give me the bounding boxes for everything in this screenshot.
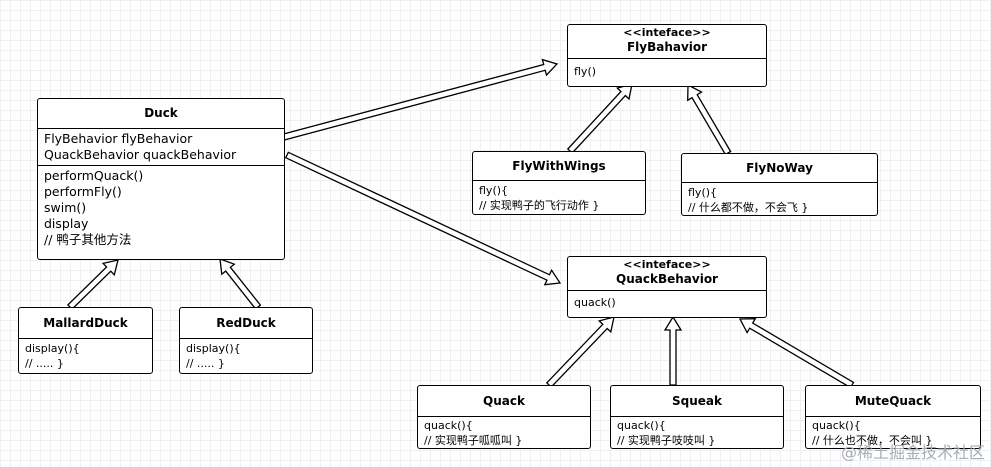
stereotype-label: <<inteface>> <box>623 258 711 271</box>
method-line: // 实现鸭子呱呱叫 } <box>424 434 523 447</box>
class-red-duck[interactable]: RedDuck display(){ // ..... } <box>179 307 313 374</box>
impl-squeak-arrow <box>663 315 683 386</box>
impl-quack-arrow <box>545 316 615 389</box>
class-header: FlyNoWay <box>682 154 877 183</box>
class-squeak[interactable]: Squeak quack(){ // 实现鸭子吱吱叫 } <box>610 385 784 449</box>
impl-flywithwings-arrow <box>566 83 633 154</box>
class-duck-header: Duck <box>38 99 284 129</box>
method-line: // 什么也不做，不会叫 } <box>812 434 933 447</box>
inherit-mallard-duck-arrow <box>66 259 119 311</box>
class-duck-methods: performQuack() performFly() swim() displ… <box>38 165 284 250</box>
class-fly-no-way[interactable]: FlyNoWay fly(){ // 什么都不做，不会飞 } <box>681 153 878 216</box>
interface-name: FlyBahavior <box>626 40 708 54</box>
stereotype-label: <<inteface>> <box>623 26 711 39</box>
class-quack[interactable]: Quack quack(){ // 实现鸭子呱呱叫 } <box>417 385 591 449</box>
interface-quack-behavior-header: <<inteface>> QuackBehavior <box>568 257 766 291</box>
interface-methods: quack() <box>568 291 766 313</box>
method-line: display(){ <box>186 342 241 355</box>
class-body: quack(){ // 实现鸭子呱呱叫 } <box>418 417 590 450</box>
method-line: fly(){ <box>688 186 718 199</box>
class-name: RedDuck <box>216 316 276 330</box>
method-line: quack(){ <box>424 419 473 432</box>
class-name: MuteQuack <box>854 394 932 408</box>
method-line: fly(){ <box>479 184 509 197</box>
class-body: display(){ // ..... } <box>19 339 152 373</box>
assoc-duck-quackbehavior-arrow <box>284 151 562 286</box>
class-fly-with-wings[interactable]: FlyWithWings fly(){ // 实现鸭子的飞行动作 } <box>472 151 646 215</box>
class-name: FlyWithWings <box>512 159 606 173</box>
impl-mutequack-arrow <box>738 318 855 389</box>
method-line: // ..... } <box>186 357 225 370</box>
class-name: MallardDuck <box>43 316 128 330</box>
method-line: // 什么都不做，不会飞 } <box>688 201 809 214</box>
method-line: // 实现鸭子的飞行动作 } <box>479 199 600 212</box>
class-name: Quack <box>483 394 525 408</box>
field: FlyBehavior flyBehavior <box>44 131 193 146</box>
watermark: @稀土掘金技术社区 <box>840 443 985 462</box>
inherit-red-duck-arrow <box>219 258 262 310</box>
method: fly() <box>574 65 597 78</box>
class-body: display(){ // ..... } <box>180 339 312 373</box>
method: display <box>44 216 89 231</box>
interface-quack-behavior[interactable]: <<inteface>> QuackBehavior quack() <box>567 256 767 318</box>
class-body: quack(){ // 什么也不做，不会叫 } <box>806 417 980 450</box>
class-name: Squeak <box>672 394 722 408</box>
method-line: // 实现鸭子吱吱叫 } <box>617 434 716 447</box>
method: performFly() <box>44 184 122 199</box>
method-line: display(){ <box>25 342 80 355</box>
class-duck-fields: FlyBehavior flyBehavior QuackBehavior qu… <box>38 129 284 165</box>
class-header: FlyWithWings <box>473 152 645 181</box>
impl-flynoway-arrow <box>687 83 732 156</box>
method: // 鸭子其他方法 <box>44 232 132 247</box>
interface-name: QuackBehavior <box>616 272 718 286</box>
method-line: quack(){ <box>812 419 861 432</box>
class-header: Quack <box>418 386 590 417</box>
interface-fly-behavior[interactable]: <<inteface>> FlyBahavior fly() <box>567 24 767 87</box>
class-mute-quack[interactable]: MuteQuack quack(){ // 什么也不做，不会叫 } <box>805 385 981 449</box>
method: swim() <box>44 200 87 215</box>
assoc-duck-flybehavior-arrow <box>282 58 559 141</box>
method: performQuack() <box>44 168 144 183</box>
class-header: RedDuck <box>180 308 312 339</box>
class-duck[interactable]: Duck FlyBehavior flyBehavior QuackBehavi… <box>37 98 285 260</box>
interface-fly-behavior-header: <<inteface>> FlyBahavior <box>568 25 766 59</box>
class-mallard-duck[interactable]: MallardDuck display(){ // ..... } <box>18 307 153 374</box>
method-line: // ..... } <box>25 357 64 370</box>
class-header: MuteQuack <box>806 386 980 417</box>
field: QuackBehavior quackBehavior <box>44 147 237 162</box>
method-line: quack(){ <box>617 419 666 432</box>
class-body: quack(){ // 实现鸭子吱吱叫 } <box>611 417 783 450</box>
class-duck-name: Duck <box>144 106 178 120</box>
class-body: fly(){ // 实现鸭子的飞行动作 } <box>473 181 645 215</box>
class-header: Squeak <box>611 386 783 417</box>
class-header: MallardDuck <box>19 308 152 339</box>
class-name: FlyNoWay <box>746 161 813 175</box>
interface-methods: fly() <box>568 59 766 82</box>
method: quack() <box>574 296 616 309</box>
class-body: fly(){ // 什么都不做，不会飞 } <box>682 183 877 217</box>
